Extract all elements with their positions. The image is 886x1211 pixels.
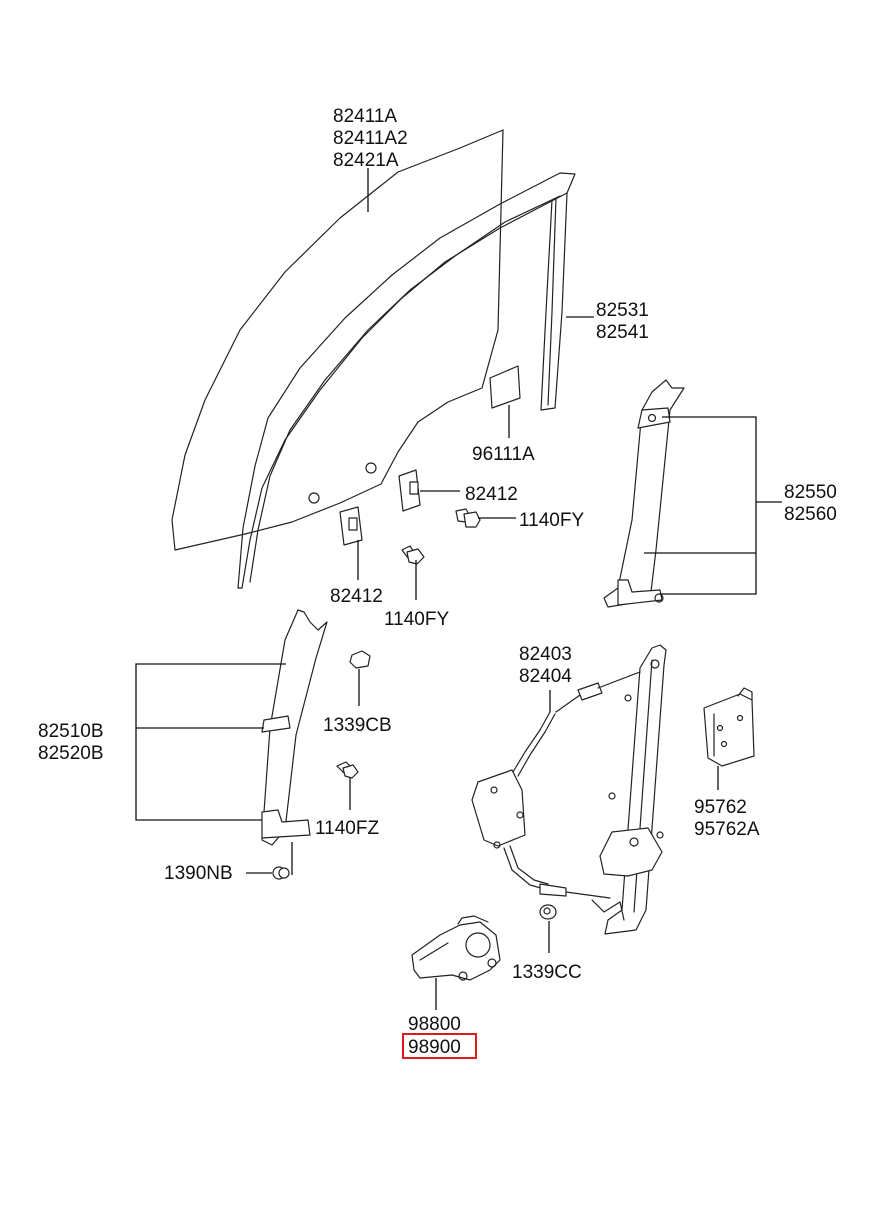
label-nut-cc[interactable]: 1339CC [512,962,582,983]
label-motor-1[interactable]: 98800 [408,1014,461,1035]
window-regulator[interactable] [471,644,667,935]
window-motor[interactable] [411,915,501,981]
glass-clip-upper[interactable] [398,469,421,512]
glass-clip-lower[interactable] [339,506,363,546]
label-front-sash-2[interactable]: 82520B [38,743,104,764]
label-nut-cb[interactable]: 1339CB [323,715,392,736]
run-channel[interactable] [237,172,576,589]
label-rear-sash-1[interactable]: 82550 [784,482,837,503]
bolt-upper[interactable] [455,508,481,528]
rear-sash[interactable] [603,379,685,608]
control-module[interactable] [703,687,755,767]
label-run-channel-1[interactable]: 82531 [596,300,649,321]
label-bolt-upper[interactable]: 1140FY [519,510,584,531]
label-clip-lower[interactable]: 82412 [330,586,383,607]
label-bolt-fz[interactable]: 1140FZ [315,818,379,839]
label-glass-3[interactable]: 82421A [333,150,399,171]
part-labels: 82411A 82411A2 82421A 82531 82541 96111A… [38,106,837,1059]
label-bolt-lower[interactable]: 1140FY [384,609,449,630]
bolt-fz[interactable] [336,761,359,779]
label-tag[interactable]: 96111A [472,444,535,465]
label-clip-upper[interactable]: 82412 [465,484,518,505]
label-motor-2[interactable]: 98900 [408,1037,461,1058]
label-run-channel-2[interactable]: 82541 [596,322,649,343]
leader-lines [135,168,782,1010]
nut-cb[interactable] [349,650,371,669]
nut-nb[interactable] [272,866,290,880]
label-regulator-2[interactable]: 82404 [519,666,572,687]
label-front-sash-1[interactable]: 82510B [38,721,104,742]
bolt-lower[interactable] [401,545,425,565]
label-rear-sash-2[interactable]: 82560 [784,504,837,525]
nut-cc[interactable] [539,904,557,920]
highlight-box [402,1033,477,1059]
door-glass[interactable] [171,129,504,551]
label-glass-1[interactable]: 82411A [333,106,397,127]
label-module-1[interactable]: 95762 [694,797,747,818]
front-sash[interactable] [261,609,328,846]
label-glass-2[interactable]: 82411A2 [333,128,408,149]
label-nut-nb[interactable]: 1390NB [164,863,233,884]
label-module-2[interactable]: 95762A [694,819,760,840]
label-regulator-1[interactable]: 82403 [519,644,572,665]
label-tag[interactable] [489,365,521,409]
